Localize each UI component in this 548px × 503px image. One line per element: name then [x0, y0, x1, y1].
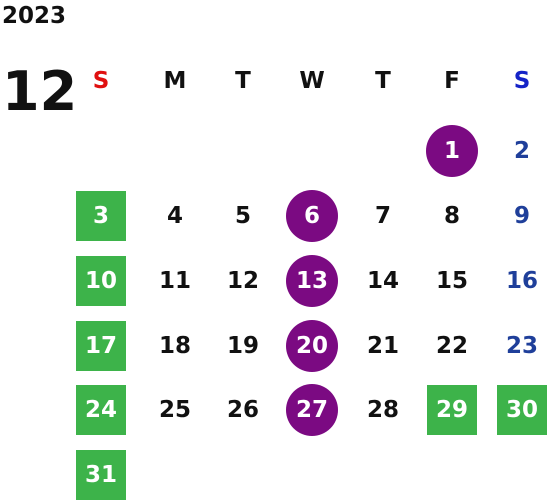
weekday-tue: T	[235, 68, 251, 94]
day-cell-10[interactable]: 10	[76, 256, 126, 306]
day-cell-1[interactable]: 1	[426, 125, 478, 177]
day-cell-16[interactable]: 16	[505, 268, 538, 294]
day-cell-18[interactable]: 18	[158, 333, 191, 359]
day-cell-12[interactable]: 12	[226, 268, 259, 294]
day-cell-19[interactable]: 19	[226, 333, 259, 359]
day-cell-9[interactable]: 9	[513, 203, 530, 229]
day-cell-6[interactable]: 6	[286, 190, 338, 242]
day-cell-8[interactable]: 8	[443, 203, 460, 229]
weekday-thu: T	[375, 68, 391, 94]
day-cell-4[interactable]: 4	[166, 203, 183, 229]
month-number: 12	[2, 60, 78, 123]
day-cell-5[interactable]: 5	[234, 203, 251, 229]
day-cell-15[interactable]: 15	[435, 268, 468, 294]
day-cell-20[interactable]: 20	[286, 320, 338, 372]
day-cell-17[interactable]: 17	[76, 321, 126, 371]
day-cell-11[interactable]: 11	[158, 268, 191, 294]
day-cell-7[interactable]: 7	[374, 203, 391, 229]
day-cell-13[interactable]: 13	[286, 255, 338, 307]
day-cell-22[interactable]: 22	[435, 333, 468, 359]
weekday-wed: W	[299, 68, 325, 94]
weekday-sat: S	[513, 68, 531, 94]
weekday-sun: S	[92, 68, 110, 94]
day-cell-21[interactable]: 21	[366, 333, 399, 359]
day-cell-31[interactable]: 31	[76, 450, 126, 500]
weekday-fri: F	[444, 68, 460, 94]
day-cell-30[interactable]: 30	[497, 385, 547, 435]
day-cell-24[interactable]: 24	[76, 385, 126, 435]
day-cell-26[interactable]: 26	[226, 397, 259, 423]
day-cell-23[interactable]: 23	[505, 333, 538, 359]
day-cell-14[interactable]: 14	[366, 268, 399, 294]
day-cell-29[interactable]: 29	[427, 385, 477, 435]
day-cell-28[interactable]: 28	[366, 397, 399, 423]
day-cell-2[interactable]: 2	[513, 138, 530, 164]
day-cell-3[interactable]: 3	[76, 191, 126, 241]
year-label: 2023	[2, 3, 67, 29]
day-cell-25[interactable]: 25	[158, 397, 191, 423]
weekday-mon: M	[163, 68, 187, 94]
day-cell-27[interactable]: 27	[286, 384, 338, 436]
